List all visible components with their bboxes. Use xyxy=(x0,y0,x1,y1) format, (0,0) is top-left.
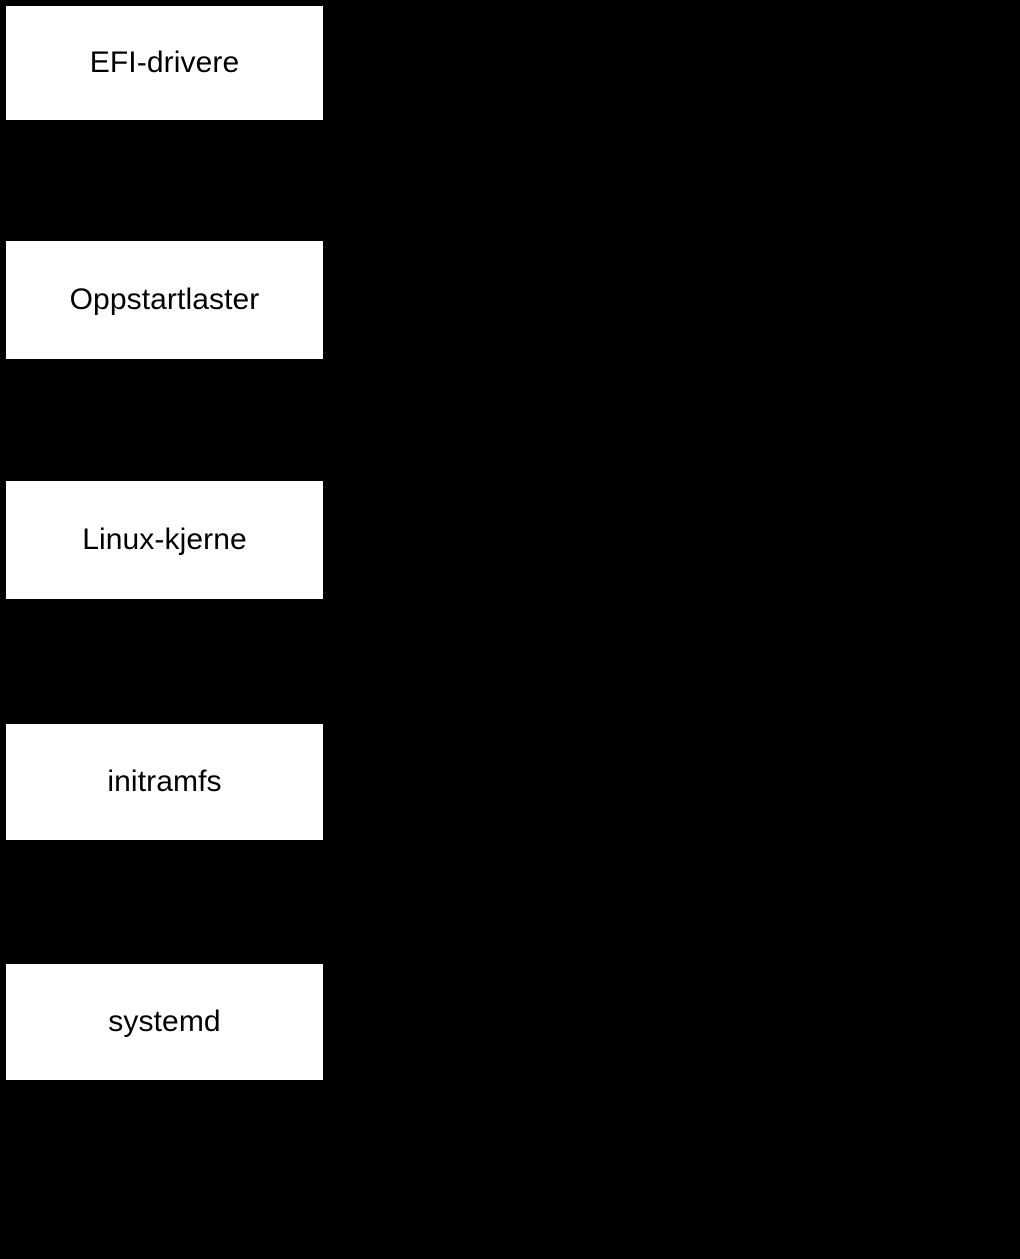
stage-box-efi-drivere[interactable]: EFI-drivere xyxy=(6,6,323,120)
stage-label: Oppstartlaster xyxy=(69,283,260,316)
stage-box-systemd[interactable]: systemd xyxy=(6,964,323,1080)
stage-label: initramfs xyxy=(107,765,222,798)
stage-box-linux-kjerne[interactable]: Linux-kjerne xyxy=(6,481,323,599)
stage-label: EFI-drivere xyxy=(89,46,240,79)
stage-box-initramfs[interactable]: initramfs xyxy=(6,724,323,840)
stage-box-oppstartlaster[interactable]: Oppstartlaster xyxy=(6,241,323,359)
stage-label: systemd xyxy=(108,1005,221,1038)
stage-label: Linux-kjerne xyxy=(82,523,247,556)
